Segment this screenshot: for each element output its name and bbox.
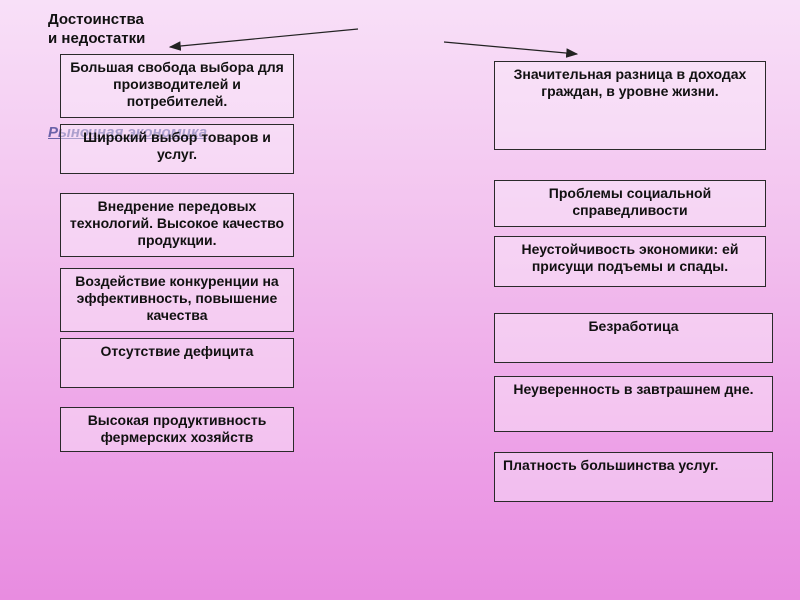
advantage-box-1: Большая свобода выбора для производителе… [60,54,294,118]
advantage-text-5: Отсутствие дефицита [100,343,254,359]
disadvantage-box-3: Неустойчивость экономики: ей присущи под… [494,236,766,287]
disadvantage-text-2: Проблемы социальной справедливости [548,185,712,218]
advantage-box-5: Отсутствие дефицита [60,338,294,388]
arrow-right [443,41,579,58]
disadvantage-text-1: Значительная разница в доходах граждан, … [513,66,747,99]
disadvantage-text-5: Неуверенность в завтрашнем дне. [513,381,754,397]
advantage-box-2: Широкий выбор товаров и услуг. [60,124,294,174]
title-line-2: и недостатки [48,30,146,47]
disadvantage-box-2: Проблемы социальной справедливости [494,180,766,227]
advantage-box-6: Высокая продуктивность фермерских хозяйс… [60,407,294,452]
disadvantage-box-1: Значительная разница в доходах граждан, … [494,61,766,150]
slide-title: Достоинства и недостатки [48,10,145,48]
disadvantage-box-5: Неуверенность в завтрашнем дне. [494,376,773,432]
disadvantage-text-3: Неустойчивость экономики: ей присущи под… [521,241,739,274]
disadvantage-text-4: Безработица [588,318,679,334]
subtitle-link[interactable]: Рыночная экономика [48,124,208,141]
advantage-box-4: Воздействие конкуренции на эффективность… [60,268,294,332]
disadvantage-box-6: Платность большинства услуг. [494,452,773,502]
disadvantage-box-4: Безработица [494,313,773,363]
arrow-left [168,28,359,51]
advantage-text-3: Внедрение передовых технологий. Высокое … [69,198,285,248]
advantage-text-4: Воздействие конкуренции на эффективность… [75,273,279,323]
advantage-box-3: Внедрение передовых технологий. Высокое … [60,193,294,257]
advantage-text-2: Широкий выбор товаров и услуг. [83,129,271,162]
disadvantage-text-6: Платность большинства услуг. [503,457,719,473]
advantage-text-1: Большая свобода выбора для производителе… [70,59,284,109]
title-line-1: Достоинства [48,11,144,28]
advantage-text-6: Высокая продуктивность фермерских хозяйс… [87,412,267,445]
